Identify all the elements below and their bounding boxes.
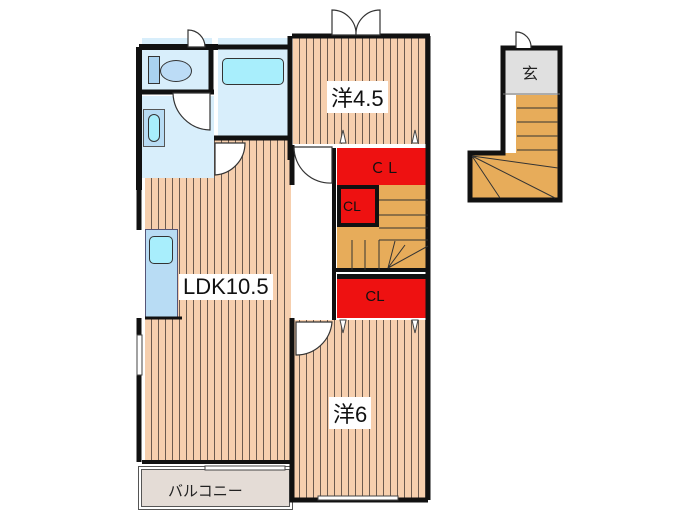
sink-icon [149, 236, 173, 264]
closet-3 [337, 274, 428, 318]
closet-1 [337, 148, 428, 185]
closet-1-label: ＣＬ [369, 160, 400, 177]
closet-3-label: CL [365, 288, 385, 305]
entrance-area [503, 50, 560, 95]
toilet-icon [148, 56, 160, 84]
western-room-1-label: 洋4.5 [327, 81, 388, 113]
closet-2-label: CL [343, 198, 361, 214]
bathroom [218, 38, 288, 138]
western-room-2-label: 洋6 [329, 397, 372, 429]
balcony-label: バルコニー [168, 483, 243, 500]
ldk-label: LDK10.5 [179, 274, 273, 300]
entrance-stairs-upper [516, 95, 560, 155]
closet-2 [337, 185, 379, 227]
entrance-label: 玄 [522, 66, 539, 83]
bathtub-icon [222, 58, 284, 85]
washbasin-bowl-icon [148, 114, 160, 142]
toilet-bowl-icon [160, 60, 192, 82]
